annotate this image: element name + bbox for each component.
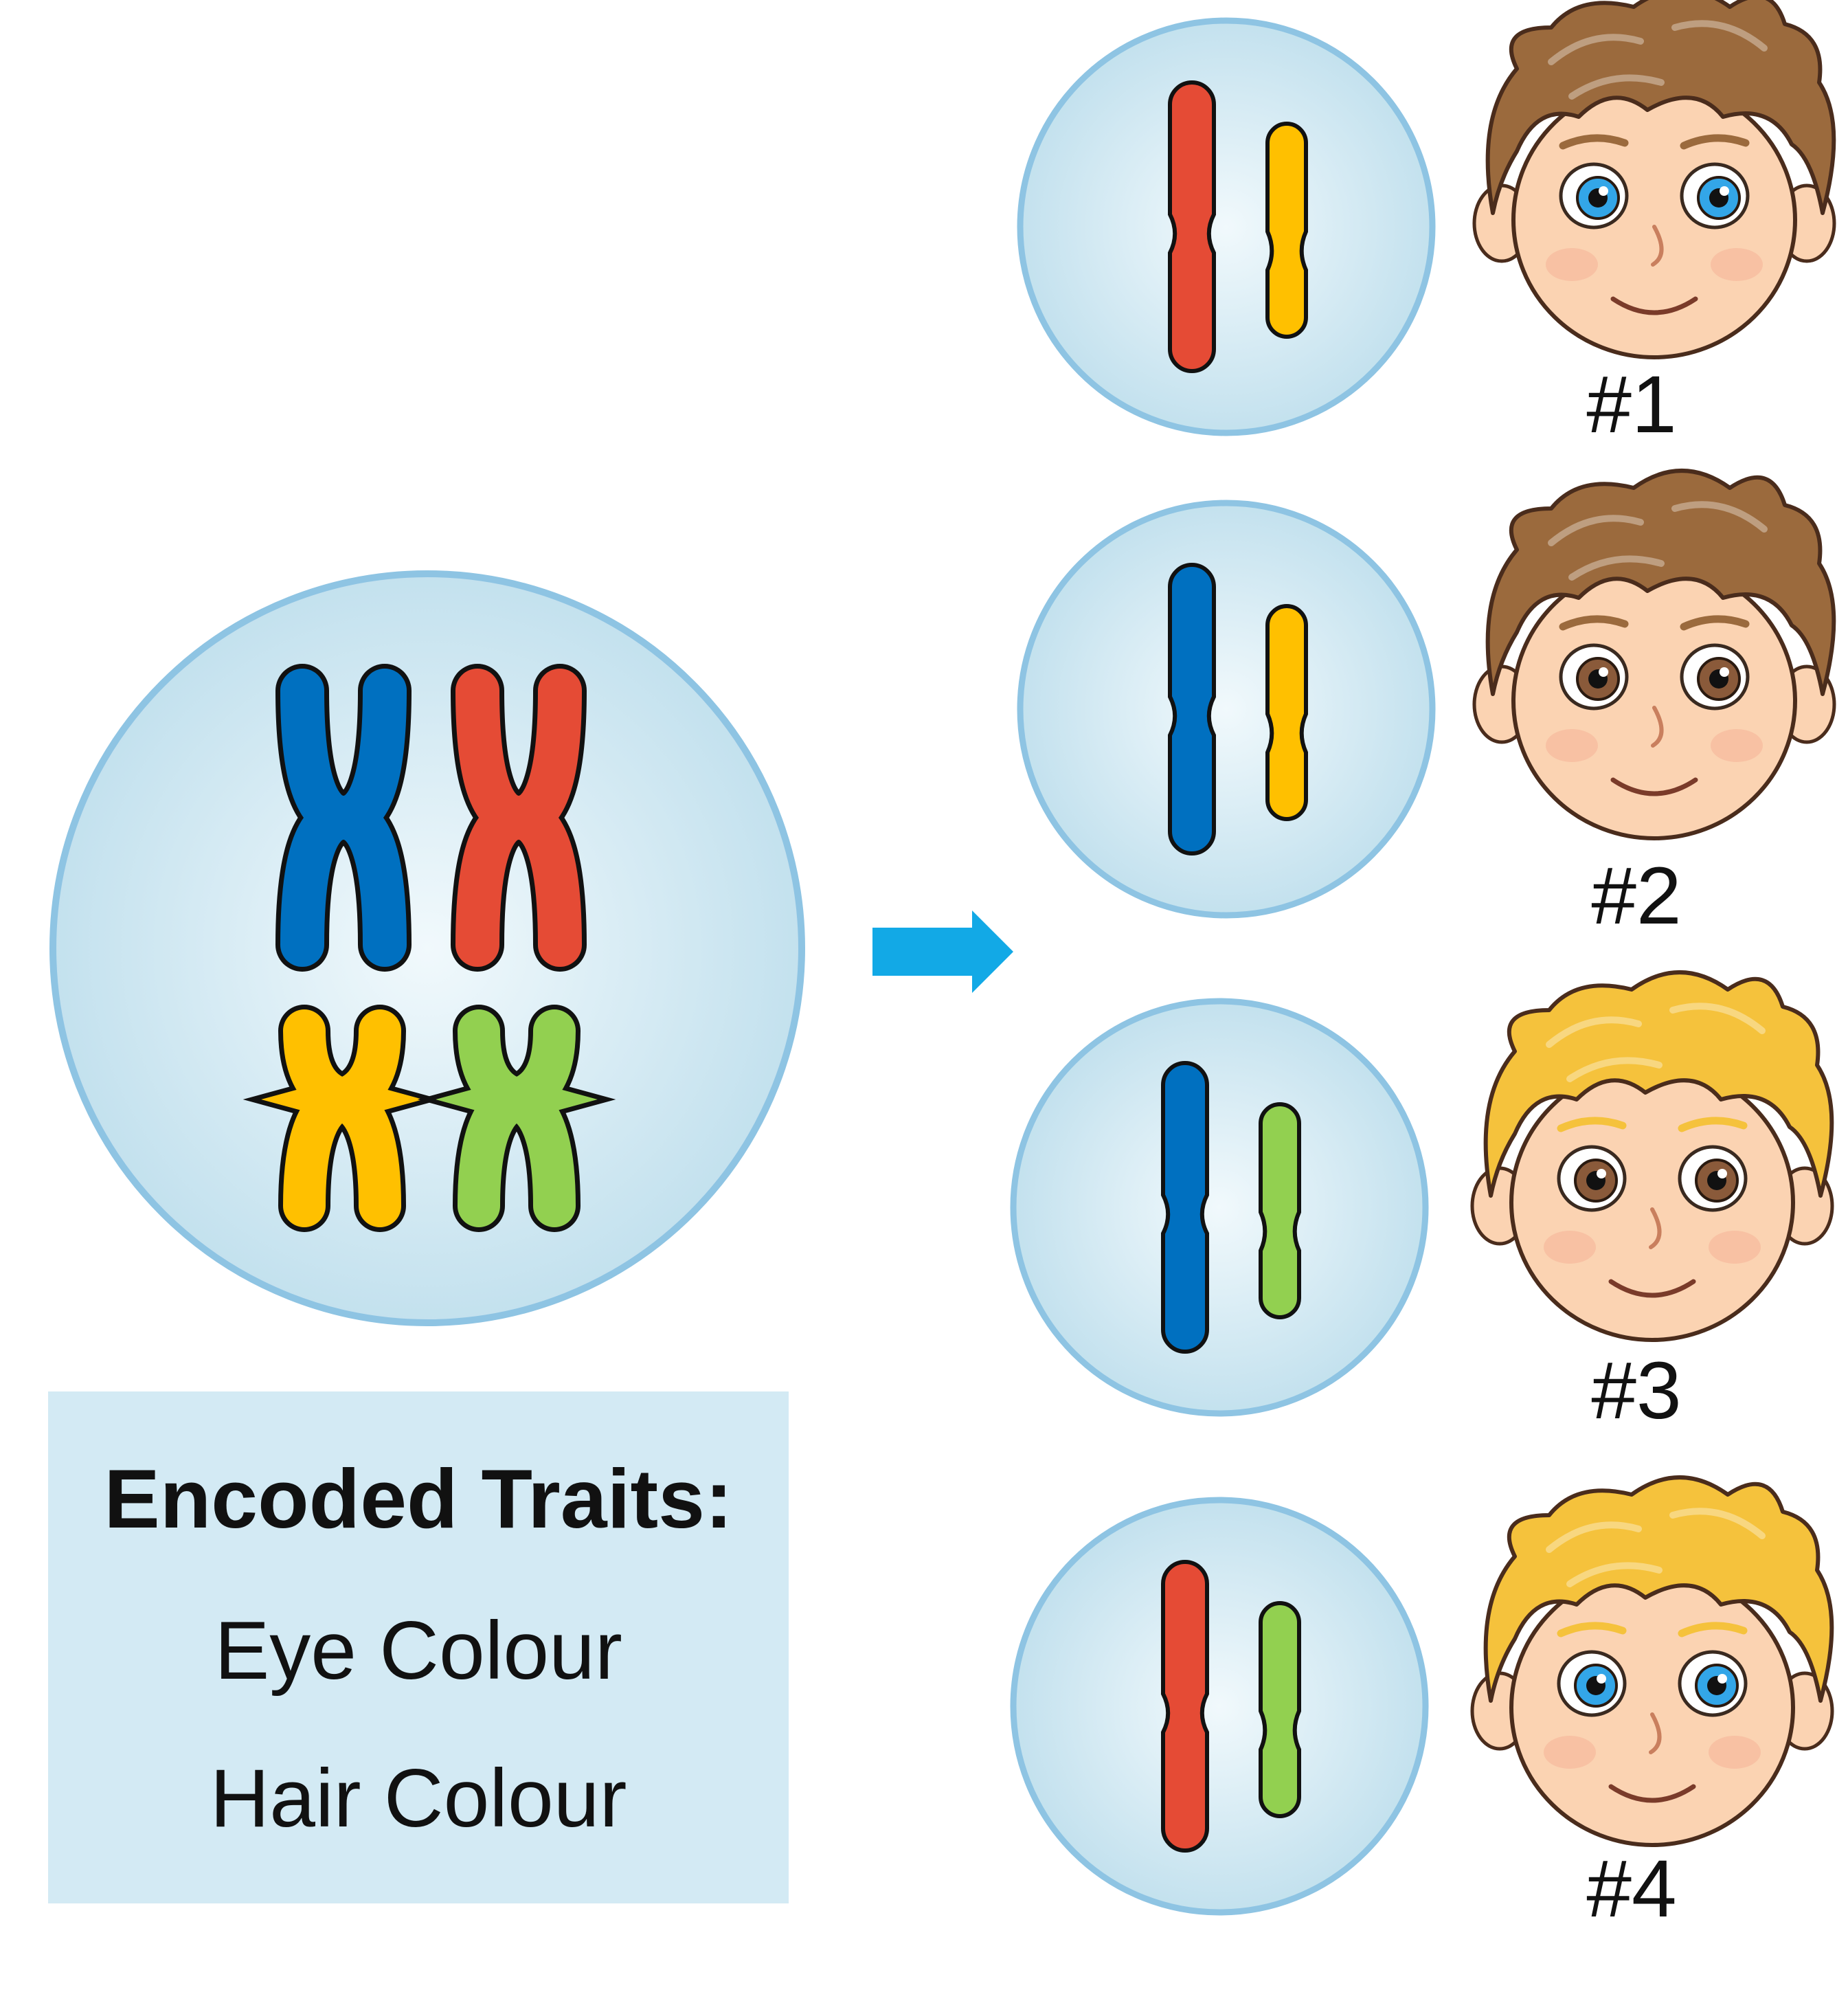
eyebrow [1680, 615, 1750, 631]
legend-title: Encoded Traits: [104, 1452, 733, 1545]
brown-hair [1485, 469, 1836, 696]
child-face-icon-2 [1474, 469, 1836, 838]
gamete-cell-1 [1017, 17, 1436, 436]
cell-membrane [1017, 17, 1436, 436]
green-x-chromosome [418, 1005, 616, 1232]
yellow-chromosome [1265, 122, 1308, 339]
cell-membrane [1010, 998, 1429, 1417]
hair-shine [1546, 1508, 1766, 1587]
eyebrow [1559, 615, 1629, 631]
eye-highlight [1720, 186, 1729, 196]
eyebrow [1559, 134, 1629, 150]
blond-hair [1483, 970, 1834, 1198]
eye-highlight [1597, 1674, 1606, 1684]
arrow-icon [872, 910, 1013, 993]
eye-highlight [1599, 667, 1608, 677]
hair-shine [1548, 501, 1768, 581]
trait-eye-colour: Eye Colour [214, 1605, 622, 1697]
gamete-label-2: #2 [1591, 851, 1682, 941]
eye-highlight [1599, 186, 1608, 196]
gamete-cell-4 [1010, 1497, 1429, 1916]
eye-highlight [1720, 667, 1729, 677]
hair-shine [1548, 20, 1768, 100]
parent-cell [49, 570, 805, 1326]
gamete-cell-3 [1010, 998, 1429, 1417]
gamete-label-3: #3 [1591, 1345, 1682, 1436]
red-x-chromosome [451, 664, 587, 972]
eyebrow [1680, 134, 1750, 150]
eye-highlight [1597, 1169, 1606, 1178]
gamete-cell-2 [1017, 500, 1436, 919]
green-chromosome [1259, 1601, 1301, 1818]
blue-x-chromosome [275, 664, 412, 972]
cell-membrane [1017, 500, 1436, 919]
trait-hair-colour: Hair Colour [210, 1752, 627, 1844]
brown-hair [1485, 0, 1836, 215]
eyebrow [1557, 1622, 1627, 1637]
gamete-label-4: #4 [1586, 1844, 1677, 1934]
eyebrow [1678, 1117, 1748, 1132]
eyebrow [1557, 1117, 1627, 1132]
red-chromosome [1168, 80, 1216, 373]
encoded-traits-legend: Encoded Traits: Eye Colour Hair Colour [48, 1391, 789, 1903]
child-face-icon-3 [1472, 970, 1834, 1340]
blond-hair [1483, 1475, 1834, 1703]
hair-shine [1546, 1003, 1766, 1082]
cell-membrane [1010, 1497, 1429, 1916]
blue-chromosome [1168, 563, 1216, 856]
eye-highlight [1717, 1169, 1727, 1178]
red-chromosome [1161, 1560, 1209, 1853]
green-chromosome [1259, 1102, 1301, 1319]
yellow-x-chromosome [243, 1005, 441, 1232]
yellow-chromosome [1265, 604, 1308, 821]
eye-highlight [1717, 1674, 1727, 1684]
child-face-icon-1 [1474, 0, 1834, 357]
child-face-icon-4 [1472, 1475, 1834, 1845]
eyebrow [1678, 1622, 1748, 1637]
gamete-label-1: #1 [1586, 359, 1677, 450]
blue-chromosome [1161, 1061, 1209, 1354]
